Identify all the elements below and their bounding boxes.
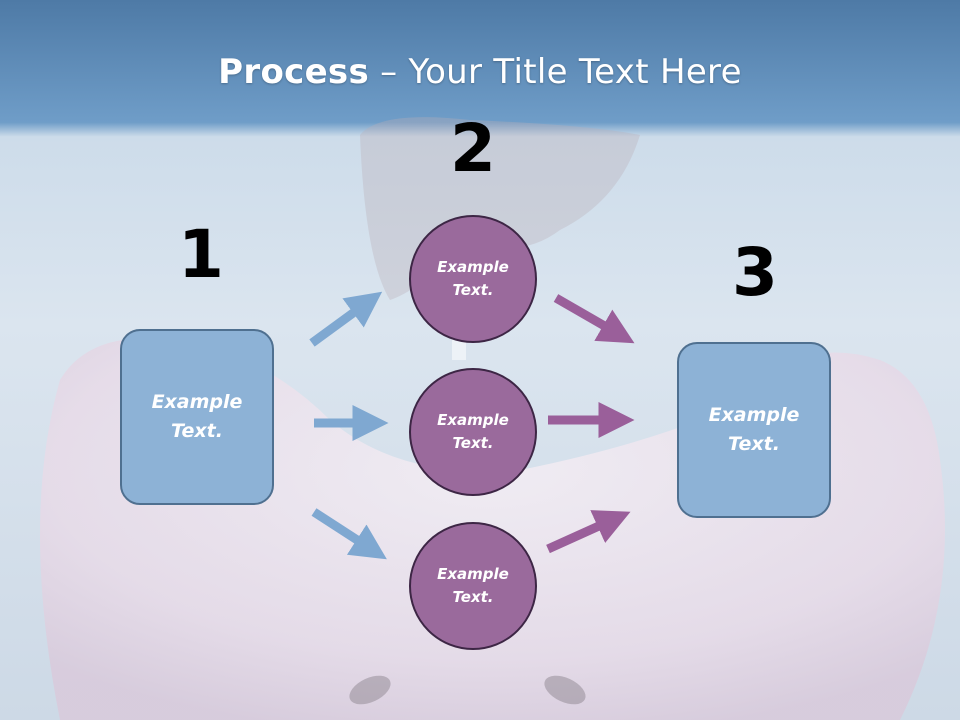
step-3-label: Example Text. — [708, 404, 800, 455]
step-number-1: 1 — [178, 216, 224, 293]
step-number-3: 3 — [732, 234, 778, 311]
step-2-label-top: Example Text. — [437, 258, 509, 299]
title-bold: Process — [218, 52, 370, 92]
arrow-2-to-3-top — [553, 294, 635, 344]
step-2-label-bottom: Example Text. — [437, 565, 509, 606]
step-3-box: Example Text. — [677, 342, 831, 518]
step-2-circle-bottom: Example Text. — [409, 522, 537, 650]
slide-title: Process – Your Title Text Here — [0, 52, 960, 92]
arrow-2-to-3-bottom — [546, 510, 631, 554]
step-1-label: Example Text. — [151, 391, 243, 442]
title-rest: – Your Title Text Here — [369, 52, 742, 92]
step-2-circle-middle: Example Text. — [409, 368, 537, 496]
step-1-box: Example Text. — [120, 329, 274, 505]
step-2-circle-top: Example Text. — [409, 215, 537, 343]
arrow-1-to-2-top — [309, 291, 383, 347]
step-number-2: 2 — [450, 110, 496, 187]
step-2-label-middle: Example Text. — [437, 411, 509, 452]
arrow-1-to-2-bottom — [311, 508, 387, 560]
